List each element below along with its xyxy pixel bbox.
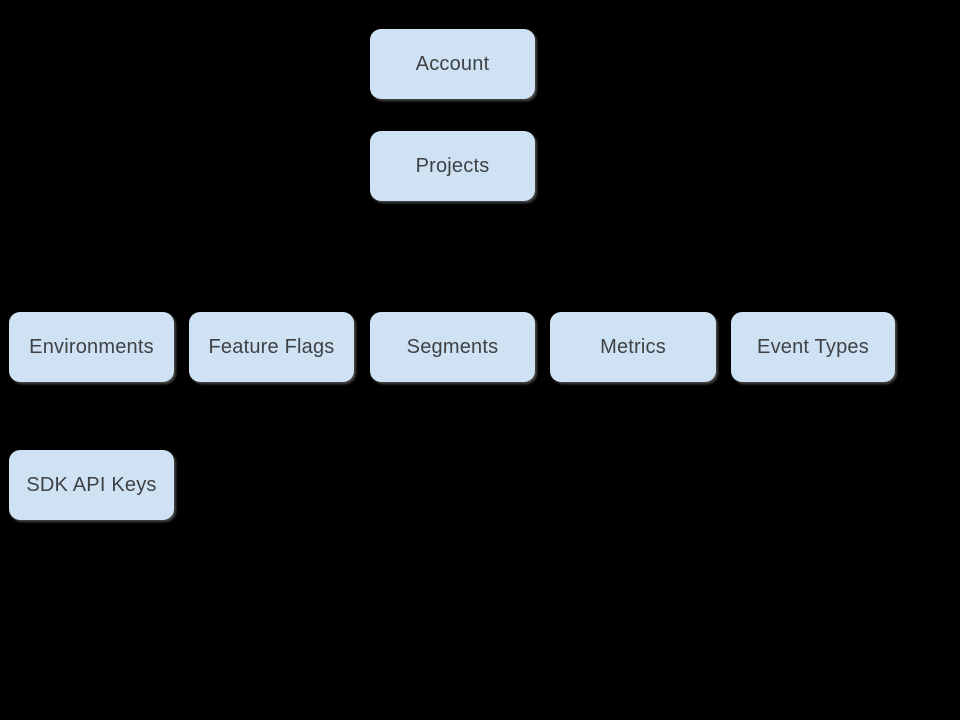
- node-metrics-label: Metrics: [600, 335, 666, 358]
- node-sdk-api-keys-label: SDK API Keys: [26, 473, 157, 496]
- node-segments-label: Segments: [406, 335, 499, 358]
- node-projects: Projects: [370, 131, 535, 201]
- node-event-types-label: Event Types: [757, 335, 869, 358]
- node-account: Account: [370, 29, 535, 99]
- node-environments-label: Environments: [29, 335, 154, 358]
- node-metrics: Metrics: [550, 312, 716, 382]
- node-sdk-api-keys: SDK API Keys: [9, 450, 174, 520]
- node-projects-label: Projects: [415, 154, 490, 177]
- node-event-types: Event Types: [731, 312, 895, 382]
- node-environments: Environments: [9, 312, 174, 382]
- node-account-label: Account: [415, 52, 490, 75]
- node-segments: Segments: [370, 312, 535, 382]
- node-feature-flags-label: Feature Flags: [208, 335, 335, 358]
- node-feature-flags: Feature Flags: [189, 312, 354, 382]
